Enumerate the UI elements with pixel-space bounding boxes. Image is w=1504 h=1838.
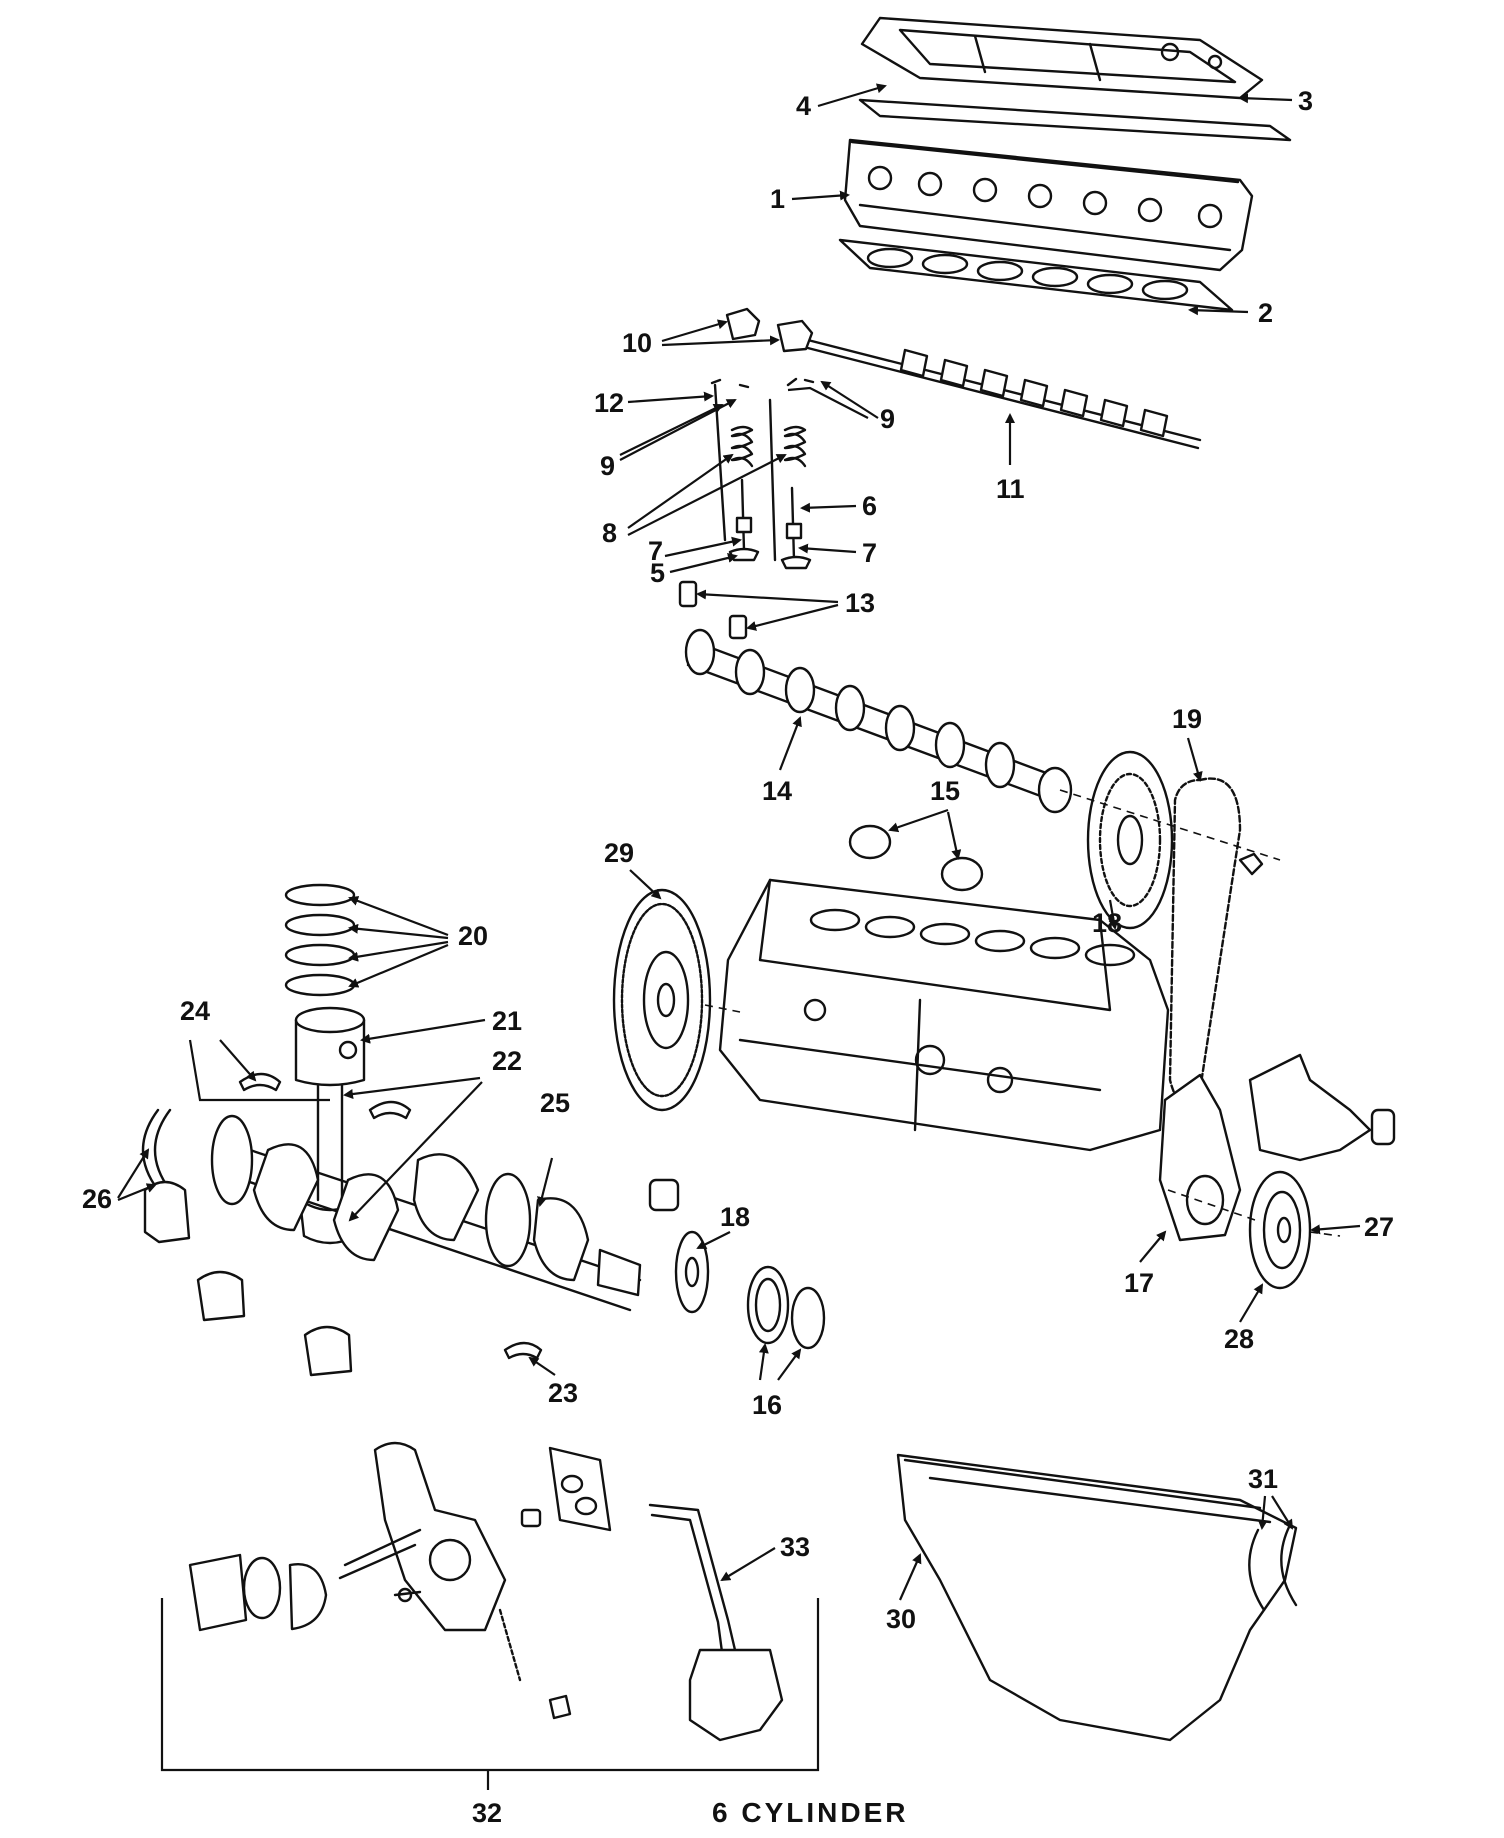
callout-5: 5 — [650, 558, 665, 588]
valve-springs — [730, 425, 807, 468]
oil-pump-assembly — [188, 1441, 612, 1720]
oil-pump-group-bracket — [160, 1598, 820, 1772]
callout-23: 23 — [548, 1378, 578, 1408]
callout-6: 6 — [862, 491, 877, 521]
callout-31: 31 — [1248, 1464, 1278, 1494]
engine-block — [718, 878, 1170, 1152]
callout-3: 3 — [1298, 86, 1313, 116]
callout-4: 4 — [796, 91, 811, 121]
callout-7a: 7 — [648, 536, 663, 566]
crank-sprocket — [648, 1178, 710, 1314]
callout-7b: 7 — [862, 538, 877, 568]
rod-bearing — [238, 1072, 282, 1092]
piston-rings — [284, 883, 356, 997]
callout-26: 26 — [82, 1184, 112, 1214]
callout-8: 8 — [602, 518, 617, 548]
oil-pan — [896, 1453, 1298, 1742]
head-gasket — [838, 238, 1234, 312]
piston — [294, 1006, 366, 1087]
callout-25: 25 — [540, 1088, 570, 1118]
callout-17: 17 — [1124, 1268, 1154, 1298]
callout-27: 27 — [1364, 1212, 1394, 1242]
main-bearing-shell — [503, 1341, 543, 1360]
callout-14: 14 — [762, 776, 792, 806]
callout-9b: 9 — [880, 404, 895, 434]
callout-11: 11 — [996, 474, 1025, 504]
crankshaft — [210, 1114, 642, 1312]
main-bearing-caps — [143, 1180, 353, 1377]
diagram-caption: 6 CYLINDER — [712, 1797, 908, 1828]
flywheel — [612, 888, 712, 1112]
callout-12: 12 — [594, 388, 624, 418]
callout-10: 10 — [622, 328, 652, 358]
leader-lines — [117, 83, 1361, 1601]
callout-numbers: 1 2 3 4 5 6 7 7 8 9 9 10 11 12 13 14 15 … — [82, 86, 1394, 1828]
callout-18a: 18 — [1092, 908, 1122, 938]
oil-pickup-tube — [648, 1503, 784, 1742]
rod-bearing-lower — [368, 1100, 412, 1120]
callout-18b: 18 — [720, 1202, 750, 1232]
callout-16: 16 — [752, 1390, 782, 1420]
callout-20: 20 — [458, 921, 488, 951]
callout-13: 13 — [845, 588, 875, 618]
camshaft — [684, 628, 1073, 814]
callout-1: 1 — [770, 184, 785, 214]
cam-sprocket — [1086, 750, 1174, 930]
valves — [728, 478, 812, 570]
cylinder-head — [843, 138, 1254, 272]
callout-24: 24 — [180, 996, 210, 1026]
valve-cover-gasket — [858, 98, 1292, 142]
callout-22: 22 — [492, 1046, 522, 1076]
callout-33: 33 — [780, 1532, 810, 1562]
callout-21: 21 — [492, 1006, 522, 1036]
callout-2: 2 — [1258, 298, 1273, 328]
callout-15: 15 — [930, 776, 960, 806]
oil-pan-gaskets — [1248, 1523, 1298, 1612]
engine-mount-bracket — [1248, 1053, 1396, 1162]
crankshaft-pulley — [1248, 1170, 1312, 1290]
callout-28: 28 — [1224, 1324, 1254, 1354]
callout-30: 30 — [886, 1604, 916, 1634]
callout-32: 32 — [472, 1798, 502, 1828]
rocker-shaft-assembly — [798, 336, 1202, 450]
timing-cover — [1158, 1073, 1242, 1242]
cam-bearings — [848, 824, 984, 892]
callout-9a: 9 — [600, 451, 615, 481]
callout-19: 19 — [1172, 704, 1202, 734]
timing-chain — [1168, 777, 1264, 1104]
rocker-brackets — [725, 307, 814, 353]
callout-29: 29 — [604, 838, 634, 868]
valve-lifters — [678, 580, 748, 640]
front-seal-and-gasket — [746, 1265, 826, 1350]
valve-cover — [860, 16, 1264, 100]
